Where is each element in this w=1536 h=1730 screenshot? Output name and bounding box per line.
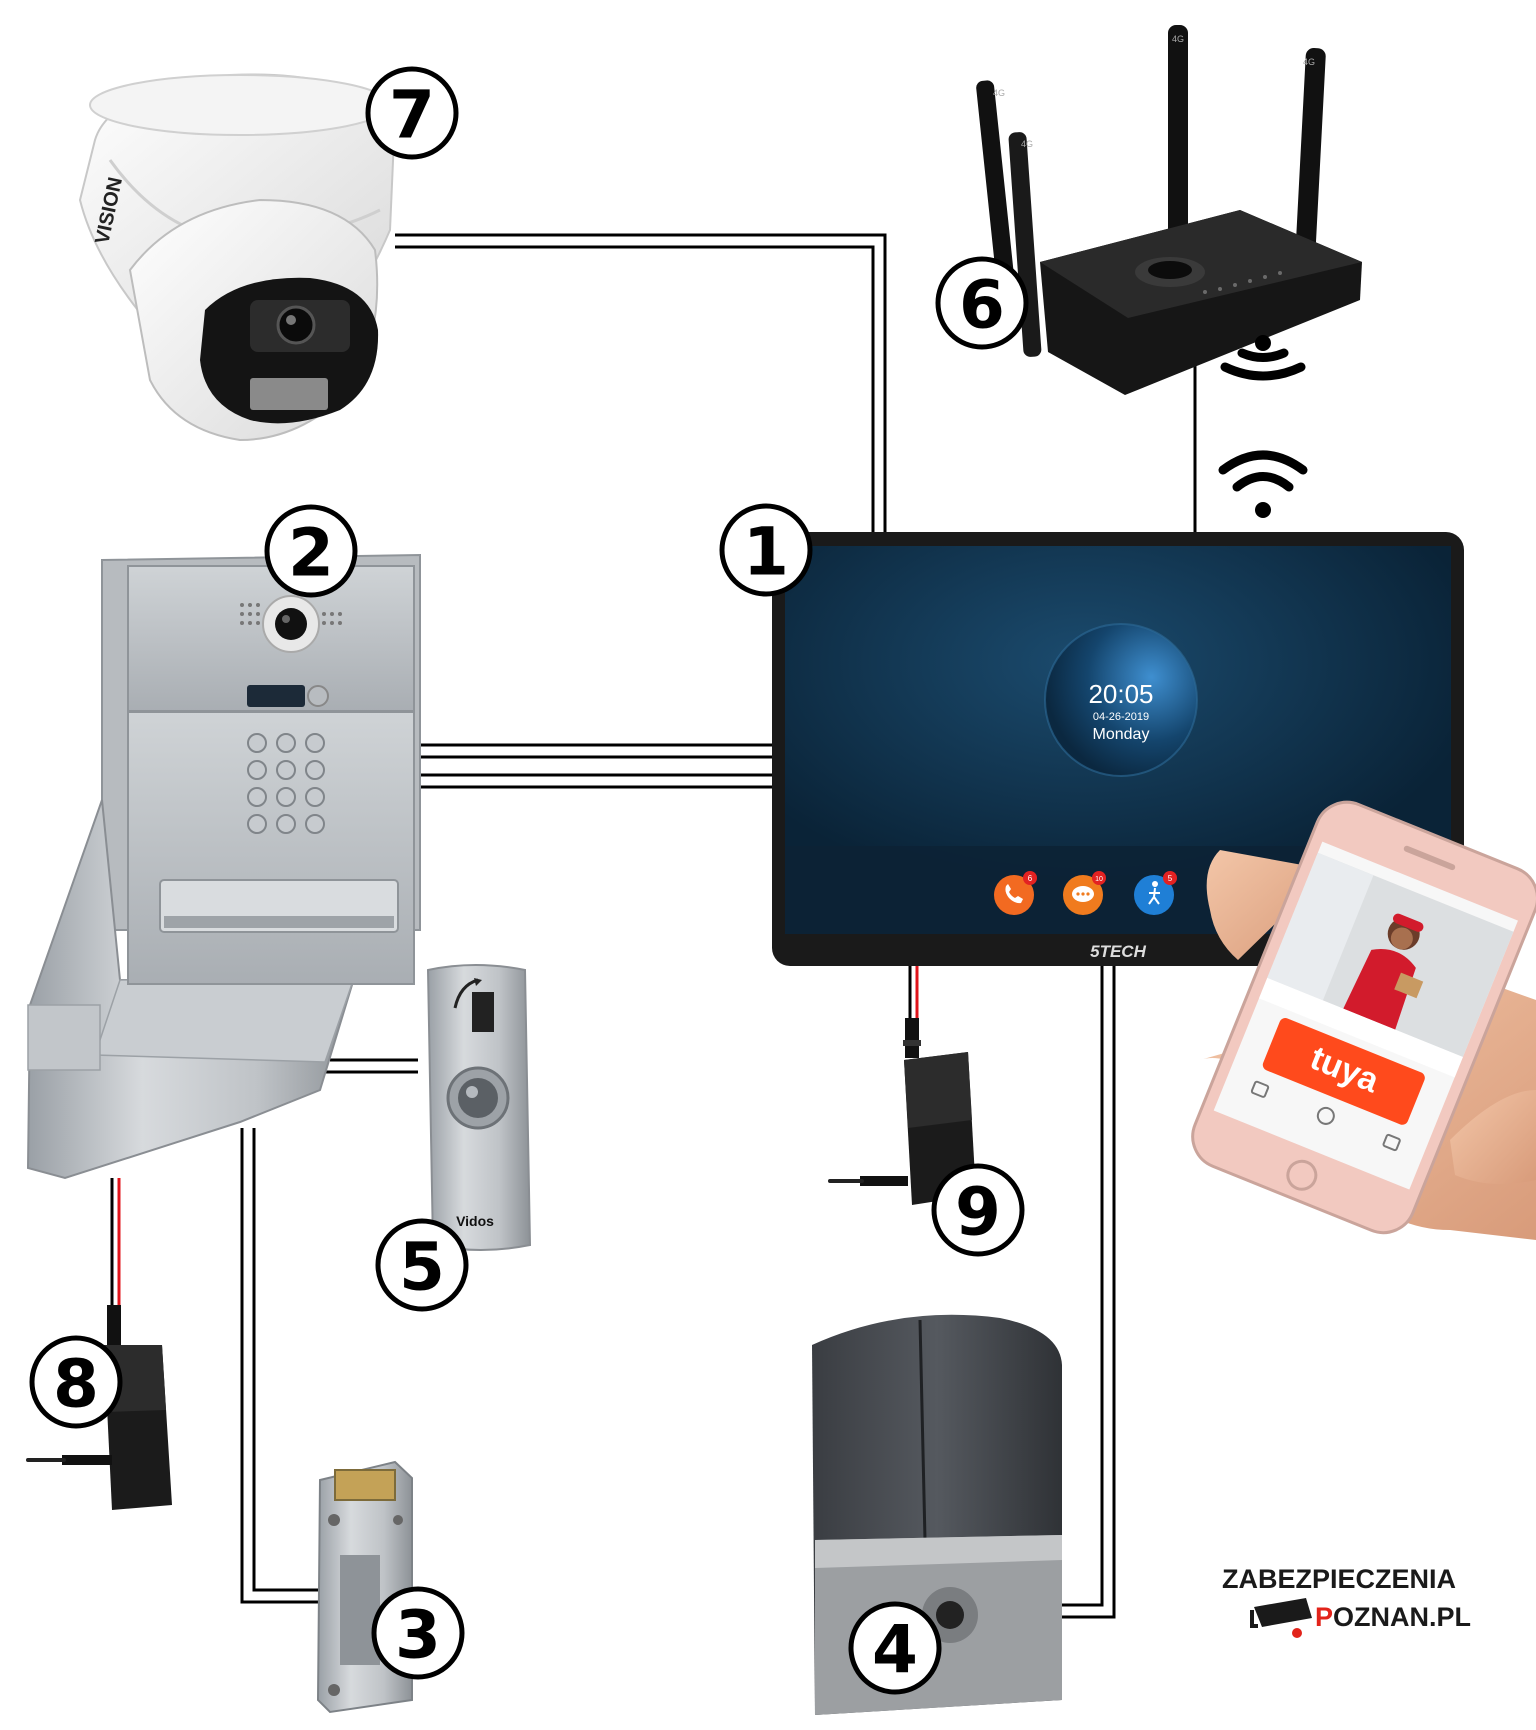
power-cables [110,965,919,1308]
power-cable-station [110,1178,121,1308]
wireless-signal-icon [1220,335,1306,381]
phone-refresh-button[interactable] [1315,1105,1336,1126]
svg-text:6: 6 [959,267,1005,344]
motion-app-count: 5 [1168,874,1173,883]
svg-text:8: 8 [53,1346,99,1423]
cctv-camera-icon [1250,1598,1312,1638]
badge-1: 1 [719,503,813,597]
wifi-icon [1218,450,1308,518]
message-app-count: 10 [1095,876,1103,883]
smartphone-tuya-app: tuya [1191,800,1536,1240]
keypad [247,733,325,834]
wiring [240,233,1197,1619]
exit-button-brand: Vidos [456,1213,494,1229]
badge-9: 9 [931,1163,1025,1257]
svg-text:3: 3 [395,1597,441,1674]
electric-strike: 3 [316,1460,465,1714]
power-supply-monitor: 9 [828,1018,1025,1257]
antenna-label-1: 4G [993,88,1005,98]
badge-5: 5 [375,1218,469,1312]
badge-3: 3 [371,1586,465,1680]
svg-text:2: 2 [288,515,334,592]
svg-text:7: 7 [389,77,435,154]
antenna-label-4: 4G [1303,57,1315,67]
call-app-count: 6 [1028,874,1033,883]
svg-text:1: 1 [743,514,789,591]
monitor-call-app-icon[interactable]: 6 [994,871,1037,915]
monitor-day: Monday [1093,726,1150,743]
tuya-logo-box [1262,1018,1425,1125]
badge-6: 6 [935,256,1029,350]
gate-motor: 4 [812,1314,1062,1715]
wire-station-to-monitor [420,743,772,789]
monitor-message-app-icon[interactable]: 10 [1063,871,1106,915]
wire-station-to-exit-button [322,1058,418,1074]
brand-logo: ZABEZPIECZENIA POZNAN.PL [1222,1564,1471,1638]
svg-text:5: 5 [399,1229,445,1306]
lte-router: 4G 4G 4G 4G 6 [935,25,1362,395]
power-supply-station: 8 [26,1305,172,1510]
badge-8: 8 [29,1335,123,1429]
monitor-date: 04-26-2019 [1093,711,1149,723]
badge-4: 4 [848,1601,942,1695]
svg-text:4: 4 [872,1612,918,1689]
badge-2: 2 [264,504,358,598]
wire-camera-to-monitor [395,233,887,532]
wire-station-to-electric-strike [240,1128,325,1604]
logo-line-2: POZNAN.PL [1315,1602,1471,1632]
monitor-brand: 5TECH [1090,942,1146,961]
ip-dome-camera: VISION 7 [78,66,459,442]
outdoor-station-mailbox: 2 [26,504,421,1180]
wire-monitor-to-gate-motor [1062,960,1116,1619]
svg-text:9: 9 [955,1174,1001,1251]
antenna-label-3: 4G [1172,34,1184,44]
phone-unlock-button[interactable] [1382,1133,1401,1152]
antenna-label-2: 4G [1021,139,1033,149]
power-cable-monitor [908,965,919,1022]
exit-button: Vidos 5 [375,964,532,1312]
logo-line-1: ZABEZPIECZENIA [1222,1564,1456,1594]
monitor-time: 20:05 [1088,679,1153,709]
phone-lock-button[interactable] [1250,1080,1270,1098]
badge-7: 7 [365,66,459,160]
monitor-motion-app-icon[interactable]: 5 [1134,871,1177,915]
